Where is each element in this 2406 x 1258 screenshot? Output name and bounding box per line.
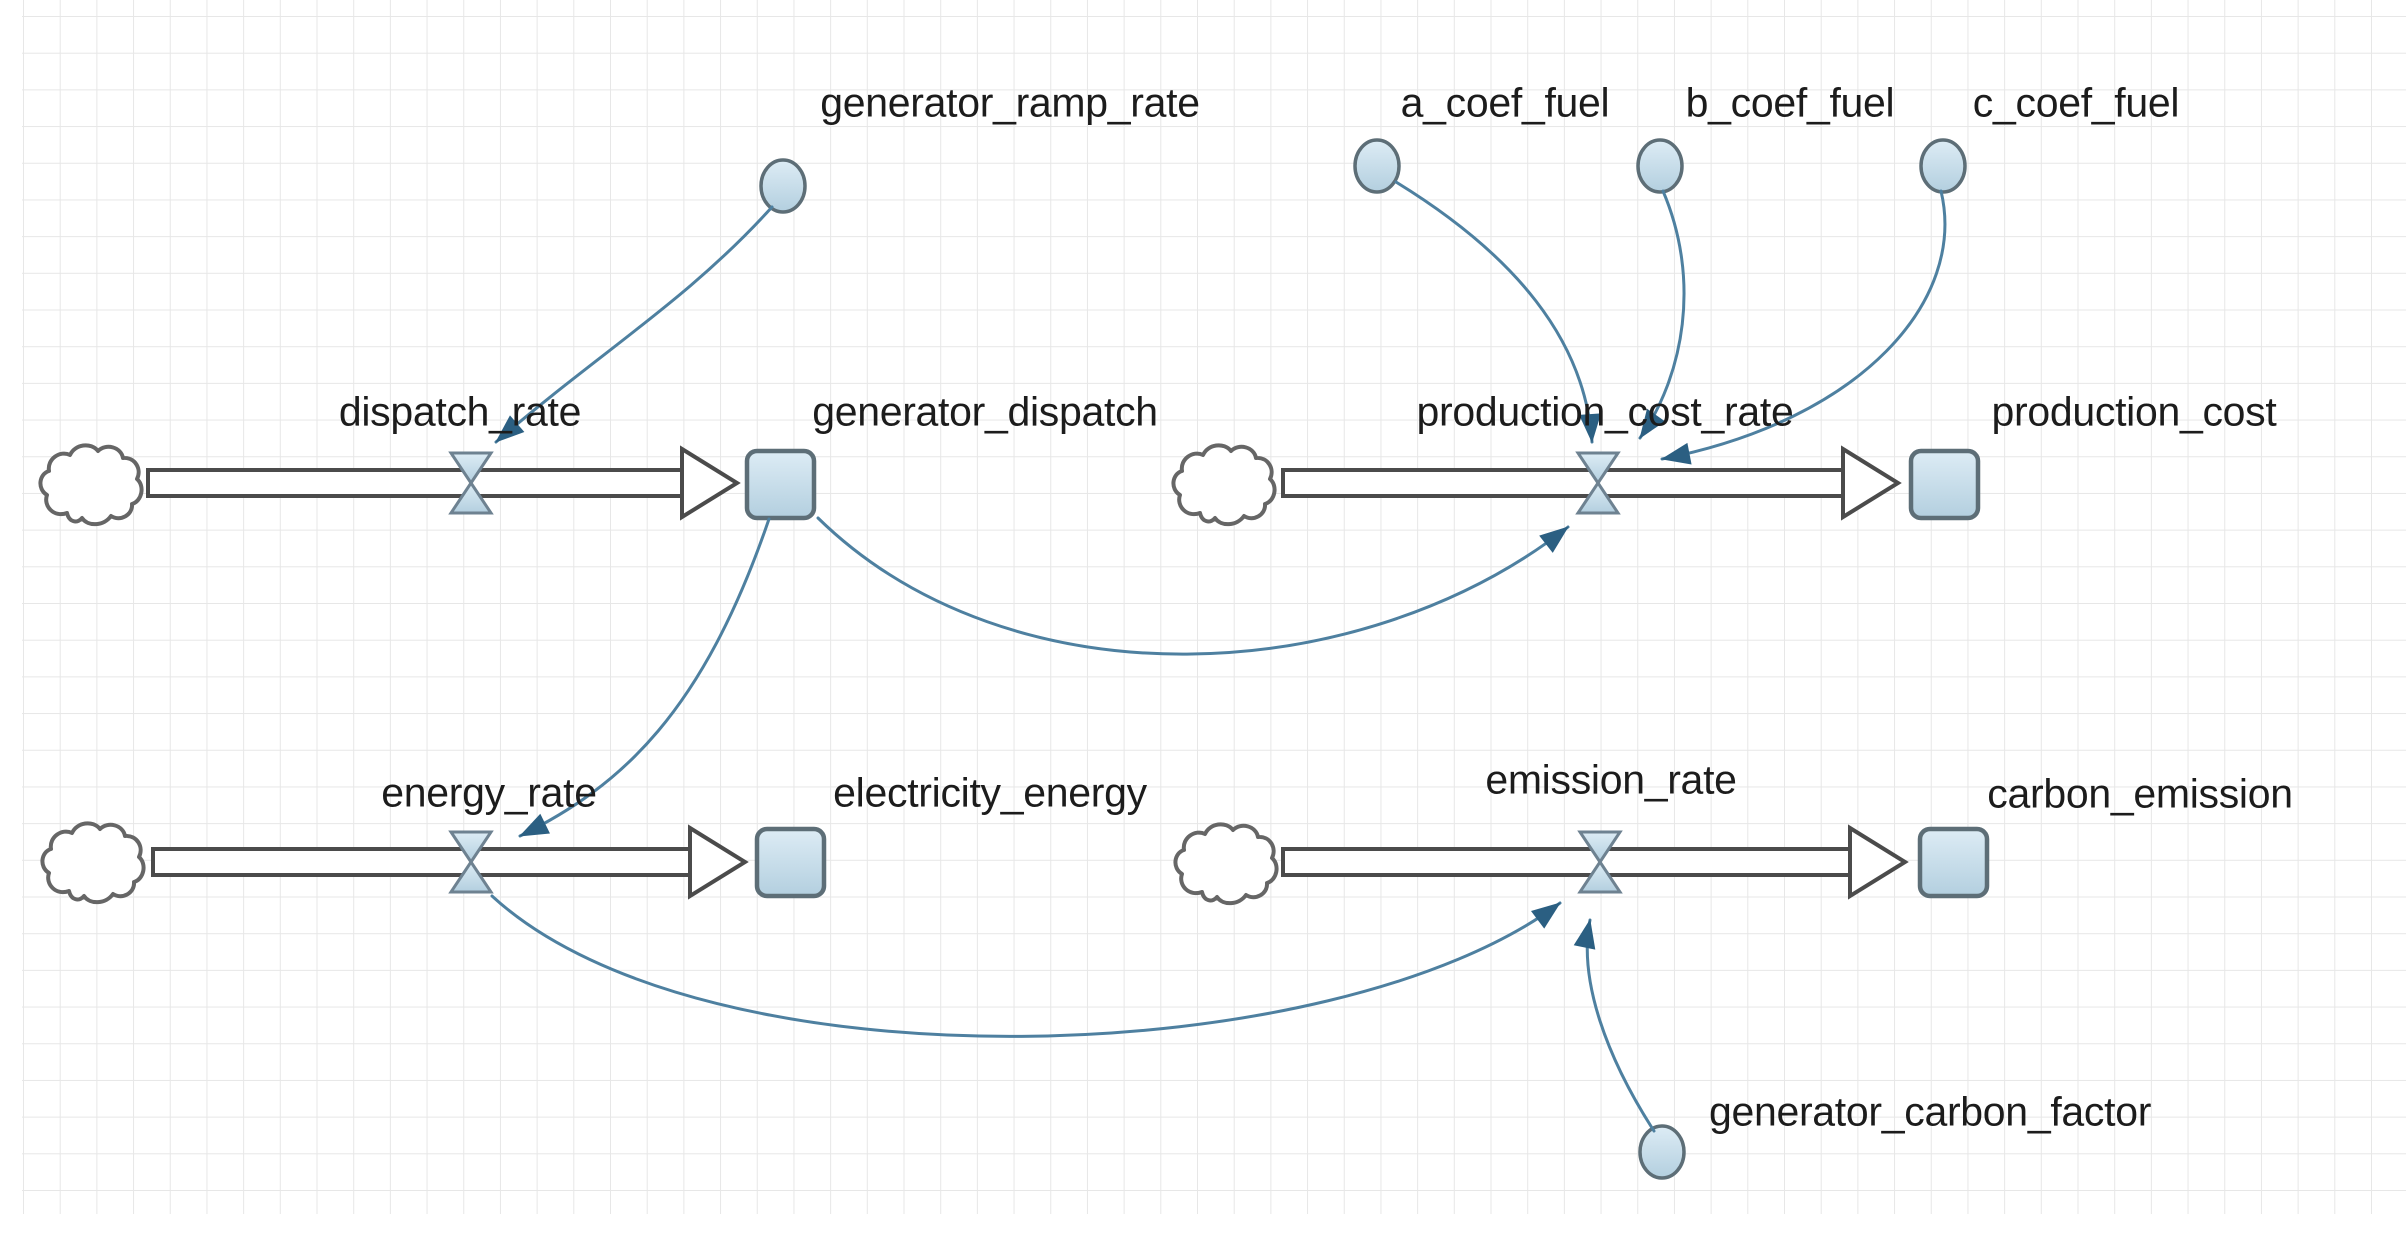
flow-pipe-emission-rate[interactable] <box>1281 824 1909 900</box>
label-production-cost-rate: production_cost_rate <box>1416 388 1794 435</box>
aux-circle-generator-carbon-factor[interactable] <box>1638 1124 1686 1180</box>
label-energy-rate: energy_rate <box>381 769 597 816</box>
source-cloud-emission[interactable] <box>1173 822 1279 906</box>
aux-circle-generator-ramp-rate[interactable] <box>759 158 807 214</box>
link-generator-carbon-factor-to-emission-rate[interactable] <box>1573 918 1656 1133</box>
valve-energy-rate[interactable] <box>448 830 494 894</box>
link-generator-dispatch-to-production-cost-rate[interactable] <box>816 516 1570 656</box>
label-generator-carbon-factor: generator_carbon_factor <box>1708 1088 2152 1135</box>
label-emission-rate: emission_rate <box>1485 756 1737 803</box>
label-generator-dispatch: generator_dispatch <box>812 388 1158 435</box>
link-a-coef-fuel-to-production-cost-rate[interactable] <box>1394 180 1602 444</box>
stock-production-cost[interactable] <box>1908 448 1981 521</box>
aux-circle-a-coef-fuel[interactable] <box>1353 138 1401 194</box>
link-generator-dispatch-to-energy-rate[interactable] <box>518 517 771 838</box>
label-generator-ramp-rate: generator_ramp_rate <box>820 79 1200 126</box>
aux-circle-c-coef-fuel[interactable] <box>1919 138 1967 194</box>
link-energy-rate-to-emission-rate[interactable] <box>490 894 1562 1038</box>
label-c-coef-fuel: c_coef_fuel <box>1972 79 2180 126</box>
label-dispatch-rate: dispatch_rate <box>338 388 582 435</box>
stock-electricity-energy[interactable] <box>754 826 827 899</box>
aux-circle-b-coef-fuel[interactable] <box>1636 138 1684 194</box>
link-b-coef-fuel-to-production-cost-rate[interactable] <box>1638 189 1686 440</box>
canvas-left-margin <box>0 0 22 1258</box>
flow-pipe-production-cost-rate[interactable] <box>1281 445 1902 521</box>
label-b-coef-fuel: b_coef_fuel <box>1685 79 1895 126</box>
source-cloud-energy[interactable] <box>40 821 146 905</box>
stock-carbon-emission[interactable] <box>1917 826 1990 899</box>
link-generator-ramp-rate-to-dispatch-rate[interactable] <box>494 205 774 444</box>
valve-dispatch-rate[interactable] <box>448 451 494 515</box>
source-cloud-dispatch[interactable] <box>38 443 144 527</box>
label-production-cost: production_cost <box>1991 388 2277 435</box>
label-electricity-energy: electricity_energy <box>833 769 1147 816</box>
valve-production-cost-rate[interactable] <box>1575 451 1621 515</box>
stock-generator-dispatch[interactable] <box>744 448 817 521</box>
canvas-bottom-margin <box>0 1214 2406 1258</box>
source-cloud-production-cost[interactable] <box>1171 443 1277 527</box>
flow-pipe-dispatch-rate[interactable] <box>146 445 741 521</box>
label-a-coef-fuel: a_coef_fuel <box>1400 79 1610 126</box>
link-c-coef-fuel-to-production-cost-rate[interactable] <box>1660 189 1947 465</box>
flow-pipe-energy-rate[interactable] <box>151 824 749 900</box>
valve-emission-rate[interactable] <box>1577 830 1623 894</box>
label-carbon-emission: carbon_emission <box>1987 770 2293 817</box>
